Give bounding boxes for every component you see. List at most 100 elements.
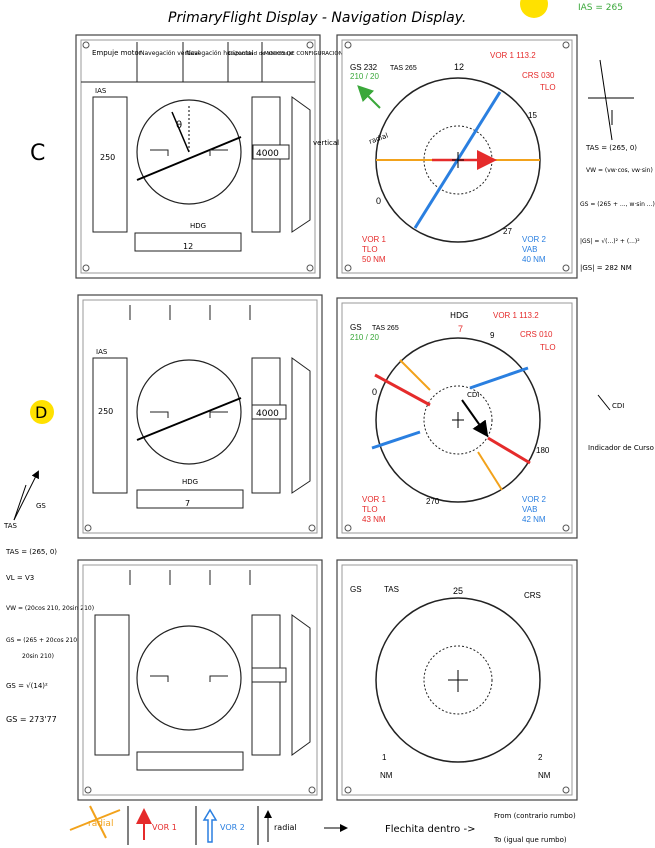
wind-label-2: 210 / 20 [350,333,379,342]
right-notes-2: CDI Indicador de Curso desviación [588,394,655,452]
nd3-br-2: 2 [538,753,543,762]
hdr-nav-horiz: Navegación horizontal [186,50,253,57]
nd1-bl-vor: VOR 1 [362,235,387,244]
hdr-empuje: Empuje motor [92,49,142,57]
nd-panel-2: HDG GS TAS 265 210 / 20 VOR 1 113.2 CRS … [336,297,578,539]
legend-radial-1: radial [88,819,113,829]
rnote2-desc: Indicador de Curso desviación [588,444,655,452]
rnote1-0: TAS = (265, 0) [585,144,637,152]
nd3-bl-nm: NM [380,771,393,780]
lnote-1: VL = V3 [6,574,34,582]
cdi-label-nd2: CDI [467,391,479,399]
left-notes: GS TAS TAS = (265, 0) VL = V3 VW = (20co… [3,470,94,724]
flechita-text: Flechita dentro -> [385,824,475,835]
crs-label-1: CRS 030 [522,71,555,80]
tlo-label-1: TLO [540,83,556,92]
hdg-label-2: HDG [182,478,198,486]
hdg-label-1: HDG [190,222,206,230]
lnote-4: 20sin 210) [22,653,54,660]
rnote2-cdi: CDI [612,402,624,410]
speed-value-1: 250 [100,153,115,162]
ias-label-1: IAS [95,87,107,95]
nd2-tick-9: 9 [490,331,495,340]
gs-label-1: GS 232 [350,63,378,72]
nd1-tick-27: 27 [503,227,512,236]
nd1-tick-15: 15 [528,111,537,120]
vor1-freq-1: VOR 1 113.2 [490,51,536,60]
legend-radial-2: radial [274,823,297,832]
nd2-br-vor: VOR 2 [522,495,547,504]
rnote1-1: VW = (vw·cos, vw·sin) [586,167,653,174]
alt-value-2: 4000 [256,409,279,419]
ias-label-2: IAS [96,348,108,356]
nd1-br-vor: VOR 2 [522,235,547,244]
lnote-5: GS = √(14)² [6,682,48,690]
legend-vor1: VOR 1 [152,823,177,832]
nd3-br-nm: NM [538,771,551,780]
rnote1-3: |GS| = √(...)² + (...)² [580,238,640,245]
rnote1-4: |GS| = 282 NM [580,264,632,272]
yellow-highlight-d [30,400,54,424]
nd2-bl-tlo: TLO [362,505,378,514]
nd-panel-3: GS TAS 25 CRS 1 NM 2 NM [336,559,578,801]
nd1-bl-tlo: TLO [362,245,378,254]
hdg-value-2: 7 [185,499,190,508]
lnote-2: VW = (20cos 210, 20sin 210) [6,605,94,612]
hdr-capacidad: Capacidad de aterrizaje [228,51,294,57]
hdg-label-3: 25 [453,586,463,596]
lnote-6: GS = 273'77 [6,715,57,724]
right-notes-1: TAS = (265, 0) VW = (vw·cos, vw·sin) GS … [580,59,655,272]
wind-label-1: 210 / 20 [350,72,379,81]
vertical-note: vertical [313,139,339,147]
corner-note: IAS = 265 [578,3,623,13]
nd1-br-nm: 40 NM [522,255,546,264]
tas-label-1: TAS 265 [390,65,417,72]
nd2-tick-180: 180 [536,446,550,455]
theta-label: θ [176,120,182,131]
nd2-br-vab: VAB [522,505,537,514]
vor1-freq-2: VOR 1 113.2 [493,311,539,320]
yellow-highlight-top [520,0,548,18]
left-vec-tas: TAS [3,522,18,530]
pfd-panel-2: IAS 250 4000 HDG 7 [77,294,323,539]
pfd-panel-3 [77,559,323,801]
hdg-label-nd2: HDG [450,311,468,320]
tas-label-3: TAS [384,585,399,594]
nd2-bl-vor: VOR 1 [362,495,387,504]
tlo-label-2: TLO [540,343,556,352]
legend-row: radial VOR 1 VOR 2 radial Flechita dentr… [69,805,576,845]
section-label-c: C [30,141,45,166]
nd-panel-1: GS 232 TAS 265 210 / 20 VOR 1 113.2 CRS … [336,34,578,279]
nd3-bl-1: 1 [382,753,387,762]
gs-label-3: GS [350,585,362,594]
nd2-tick-7: 7 [458,324,463,334]
tas-label-2: TAS 265 [372,325,399,332]
to-text: To (igual que rumbo) [493,836,567,844]
rnote1-2: GS = (265 + ..., w·sin ...) [580,201,655,208]
radial-label-1: radial [368,132,389,146]
hdr-modos: MODOS DE CONFIGURACIÓN [264,50,343,57]
from-text: From (contrario rumbo) [494,812,576,820]
gs-label-2: GS [350,323,362,332]
legend-vor2: VOR 2 [220,823,245,832]
left-vec-gs: GS [36,502,46,510]
section-label-d: D [35,403,47,422]
nd1-tick-0: 0 [376,196,381,206]
lnote-3: GS = (265 + 20cos 210, [6,637,79,644]
speed-value-2: 250 [98,407,113,416]
hdg-value-1: 12 [183,242,193,251]
nd2-tick-270: 270 [426,497,440,506]
alt-value-1: 4000 [256,149,279,159]
nd1-tick-12: 12 [454,62,464,72]
pfd-panel-1: Empuje motor Navegación vertical Navegac… [75,34,343,279]
nd2-tick-0: 0 [372,387,377,397]
nd1-bl-nm: 50 NM [362,255,386,264]
crs-label-2: CRS 010 [520,330,553,339]
nd2-br-nm: 42 NM [522,515,546,524]
crs-label-3: CRS [524,591,541,600]
lnote-0: TAS = (265, 0) [5,548,57,556]
hdr-nav-vert: Navegación vertical [140,50,200,57]
nd2-bl-nm: 43 NM [362,515,386,524]
